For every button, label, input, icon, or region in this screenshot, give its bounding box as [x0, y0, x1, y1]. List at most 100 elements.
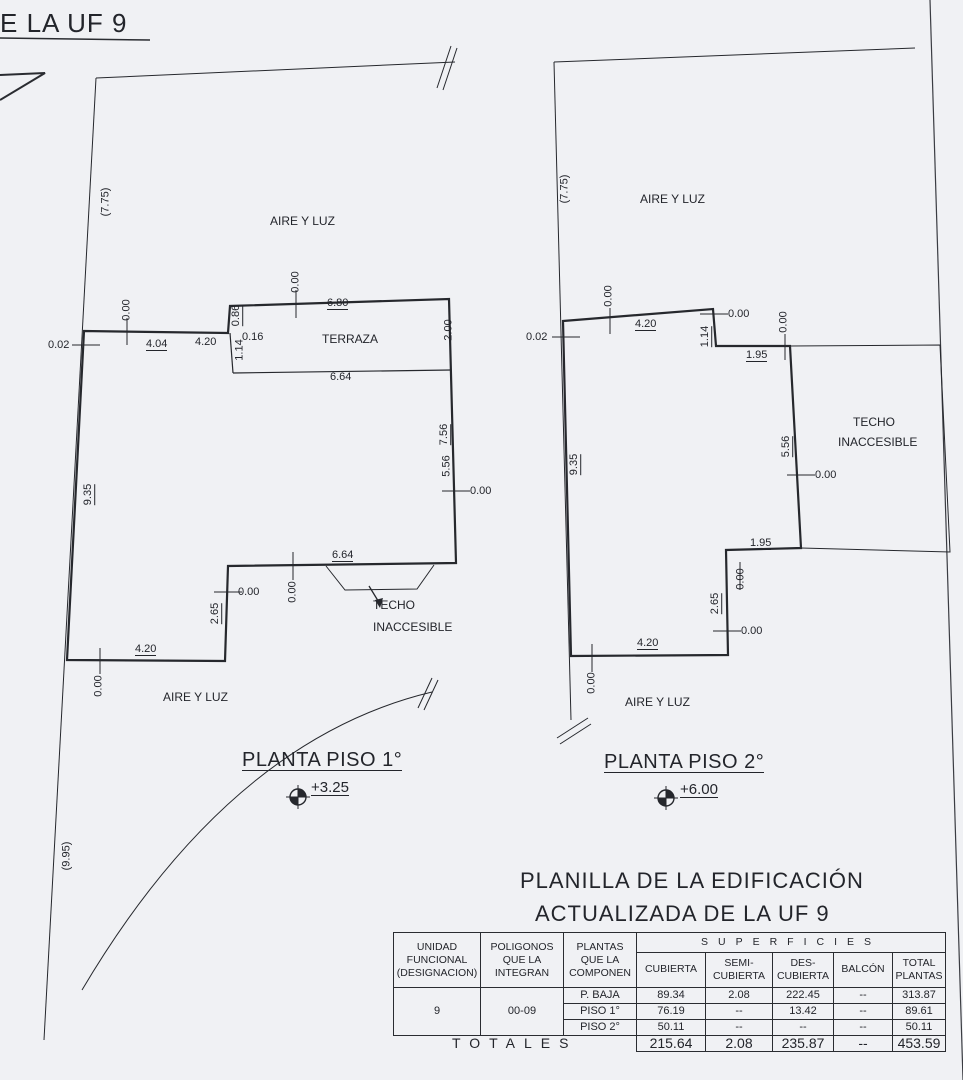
- dim-016: 0.16: [242, 331, 264, 343]
- aire-y-luz-label: AIRE Y LUZ: [163, 690, 228, 704]
- level-zero: 0.00: [92, 675, 105, 697]
- dim-404: 4.04: [146, 338, 168, 351]
- level-zero: 0.00: [289, 271, 302, 293]
- dim-664: 6.64: [330, 371, 352, 383]
- dim-420: 4.20: [637, 637, 659, 650]
- total-cubierta: 215.64: [636, 1035, 706, 1052]
- level-zero: 0.00: [286, 581, 299, 603]
- dim-114: 1.14: [699, 325, 713, 348]
- cell-planta: PISO 2°: [563, 1019, 637, 1036]
- level-zero: 0.00: [120, 299, 133, 321]
- totals-label: TOTALES: [393, 1035, 637, 1052]
- level-zero: 0.00: [585, 672, 598, 694]
- aire-y-luz-label: AIRE Y LUZ: [625, 695, 690, 709]
- cell-cubierta: 76.19: [636, 1003, 706, 1020]
- header-cubierta: CUBIERTA: [636, 951, 706, 989]
- dim-195: 1.95: [750, 537, 772, 550]
- inaccesible-label: INACCESIBLE: [838, 435, 918, 449]
- cell-des: 222.45: [772, 987, 834, 1004]
- level-marker-1: [286, 785, 310, 809]
- dim-556: 5.56: [780, 435, 794, 458]
- dim-265: 2.65: [709, 592, 723, 615]
- level-marker-2: [654, 786, 678, 810]
- dim-935: 9.35: [82, 483, 96, 506]
- level-zero: 0.00: [470, 485, 492, 497]
- cell-total: 89.61: [892, 1003, 946, 1020]
- dim-200: 2.00: [442, 319, 455, 341]
- cell-cubierta: 50.11: [636, 1019, 706, 1036]
- level-zero: 0.00: [734, 568, 747, 590]
- total-total: 453.59: [892, 1035, 946, 1052]
- cell-total: 313.87: [892, 987, 946, 1004]
- techo-label: TECHO: [373, 598, 415, 612]
- dim-195: 1.95: [746, 349, 768, 362]
- schedule-title-line-2: ACTUALIZADA DE LA UF 9: [535, 901, 830, 926]
- cell-balcon: --: [833, 1003, 893, 1020]
- dim-265: 2.65: [209, 602, 223, 625]
- dim-086: 0.86: [230, 304, 244, 327]
- level-zero: 0.00: [728, 308, 750, 320]
- dim-775: (7.75): [99, 187, 112, 217]
- table-row: PISO 1° 76.19 -- 13.42 -- 89.61: [394, 1003, 946, 1020]
- cell-unit: 9: [393, 987, 481, 1036]
- cell-total: 50.11: [892, 1019, 946, 1036]
- dim-775: (7.75): [558, 174, 571, 204]
- dim-114: 1.14: [233, 339, 246, 361]
- cell-planta: P. BAJA: [563, 987, 637, 1004]
- level-zero: 0.00: [815, 469, 837, 481]
- plan-1-level: +3.25: [311, 779, 349, 796]
- dim-995: (9.95): [60, 841, 73, 871]
- plan-piso-1-drawing: [43, 45, 470, 1041]
- header-superficies: SUPERFICIES: [636, 932, 946, 953]
- cell-des: --: [772, 1019, 834, 1036]
- schedule-title-line-1: PLANILLA DE LA EDIFICACIÓN: [520, 868, 864, 893]
- level-zero: 0.00: [741, 625, 763, 637]
- dim-664: 6.64: [332, 549, 354, 562]
- level-zero: 0.00: [777, 311, 790, 333]
- totals-row: TOTALES 215.64 2.08 235.87 -- 453.59: [393, 1035, 946, 1052]
- cell-des: 13.42: [772, 1003, 834, 1020]
- techo-label: TECHO: [853, 415, 895, 429]
- dim-680: 6.80: [327, 297, 349, 310]
- dim-420: 4.20: [635, 318, 657, 331]
- level-zero: 0.00: [238, 586, 260, 598]
- dim-420: 4.20: [135, 643, 157, 656]
- dim-556: 5.56: [440, 455, 453, 477]
- cell-cubierta: 89.34: [636, 987, 706, 1004]
- total-balcon: --: [833, 1035, 893, 1052]
- dim-002: 0.02: [48, 339, 70, 351]
- header-descubierta: DES-CUBIERTA: [772, 951, 834, 989]
- cell-planta: PISO 1°: [563, 1003, 637, 1020]
- cell-semi: --: [705, 1019, 773, 1036]
- cell-balcon: --: [833, 987, 893, 1004]
- arrow-head: [375, 598, 383, 608]
- table-row: 9 00-09 P. BAJA 89.34 2.08 222.45 -- 313…: [393, 987, 946, 1036]
- cell-polygons: 00-09: [480, 987, 564, 1036]
- dim-420: 4.20: [195, 336, 217, 348]
- north-arrow-fragment: [0, 72, 46, 101]
- dim-002: 0.02: [526, 331, 548, 343]
- dim-935: 9.35: [568, 453, 582, 476]
- total-semi: 2.08: [705, 1035, 773, 1052]
- aire-y-luz-label: AIRE Y LUZ: [270, 214, 335, 228]
- level-zero: 0.00: [602, 285, 615, 307]
- plan-2-title: PLANTA PISO 2°: [604, 751, 765, 773]
- cell-semi: 2.08: [705, 987, 773, 1004]
- plan-2-level: +6.00: [680, 781, 718, 798]
- table-subheader-row: CUBIERTA SEMI-CUBIERTA DES-CUBIERTA BALC…: [394, 951, 946, 989]
- dim-756: 7.56: [438, 423, 452, 446]
- header-semicubierta: SEMI-CUBIERTA: [705, 951, 773, 989]
- aire-y-luz-label: AIRE Y LUZ: [640, 192, 705, 206]
- header-balcon: BALCÓN: [833, 951, 893, 989]
- plan-piso-2-drawing: [552, 47, 951, 745]
- header-title: E LA UF 9: [0, 8, 128, 38]
- plan-1-title: PLANTA PISO 1°: [242, 749, 403, 771]
- cell-balcon: --: [833, 1019, 893, 1036]
